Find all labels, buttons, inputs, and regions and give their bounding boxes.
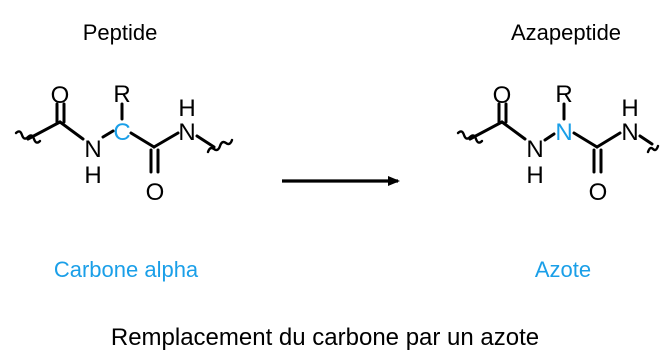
peptide-molecule: Peptide O N H C R O N H Carbone alpha bbox=[14, 20, 234, 282]
bond bbox=[572, 131, 599, 149]
azote-label: Azote bbox=[535, 257, 591, 282]
bond bbox=[638, 134, 654, 146]
atom-carbon-alpha: C bbox=[113, 119, 130, 146]
bond bbox=[58, 120, 85, 141]
atom-nitrogen-aza: N bbox=[555, 119, 572, 146]
atom-hydrogen-left: H bbox=[526, 162, 543, 189]
wavy-bond-right bbox=[206, 138, 234, 154]
atom-nitrogen-left: N bbox=[84, 136, 101, 163]
atom-oxygen-bottom: O bbox=[146, 179, 165, 206]
bond bbox=[26, 120, 62, 141]
bond bbox=[595, 131, 622, 149]
atom-nitrogen-left: N bbox=[526, 136, 543, 163]
azapeptide-title: Azapeptide bbox=[511, 20, 621, 45]
bond bbox=[543, 132, 556, 142]
bond bbox=[129, 131, 156, 149]
bond bbox=[468, 120, 504, 141]
wavy-bond-right bbox=[646, 144, 660, 154]
atom-oxygen-bottom: O bbox=[589, 179, 608, 206]
bond bbox=[101, 129, 115, 139]
caption: Remplacement du carbone par un azote bbox=[111, 324, 539, 351]
atom-hydrogen-left: H bbox=[84, 162, 101, 189]
peptide-title: Peptide bbox=[83, 20, 158, 45]
bond bbox=[195, 134, 216, 149]
atom-hydrogen-right: H bbox=[178, 95, 195, 122]
azapeptide-molecule: Azapeptide O N H N R O N H Azote bbox=[456, 20, 660, 282]
atom-hydrogen-right: H bbox=[621, 95, 638, 122]
atom-oxygen-top: O bbox=[493, 82, 512, 109]
wavy-bond-left bbox=[456, 130, 484, 144]
atom-oxygen-top: O bbox=[51, 82, 70, 109]
atom-nitrogen-right: N bbox=[178, 119, 195, 146]
carbone-alpha-label: Carbone alpha bbox=[54, 257, 199, 282]
atom-r-group: R bbox=[555, 81, 572, 108]
wavy-bond-left bbox=[14, 130, 42, 144]
bond bbox=[500, 120, 527, 141]
atom-r-group: R bbox=[113, 81, 130, 108]
bond bbox=[152, 131, 180, 149]
atom-nitrogen-right: N bbox=[621, 119, 638, 146]
